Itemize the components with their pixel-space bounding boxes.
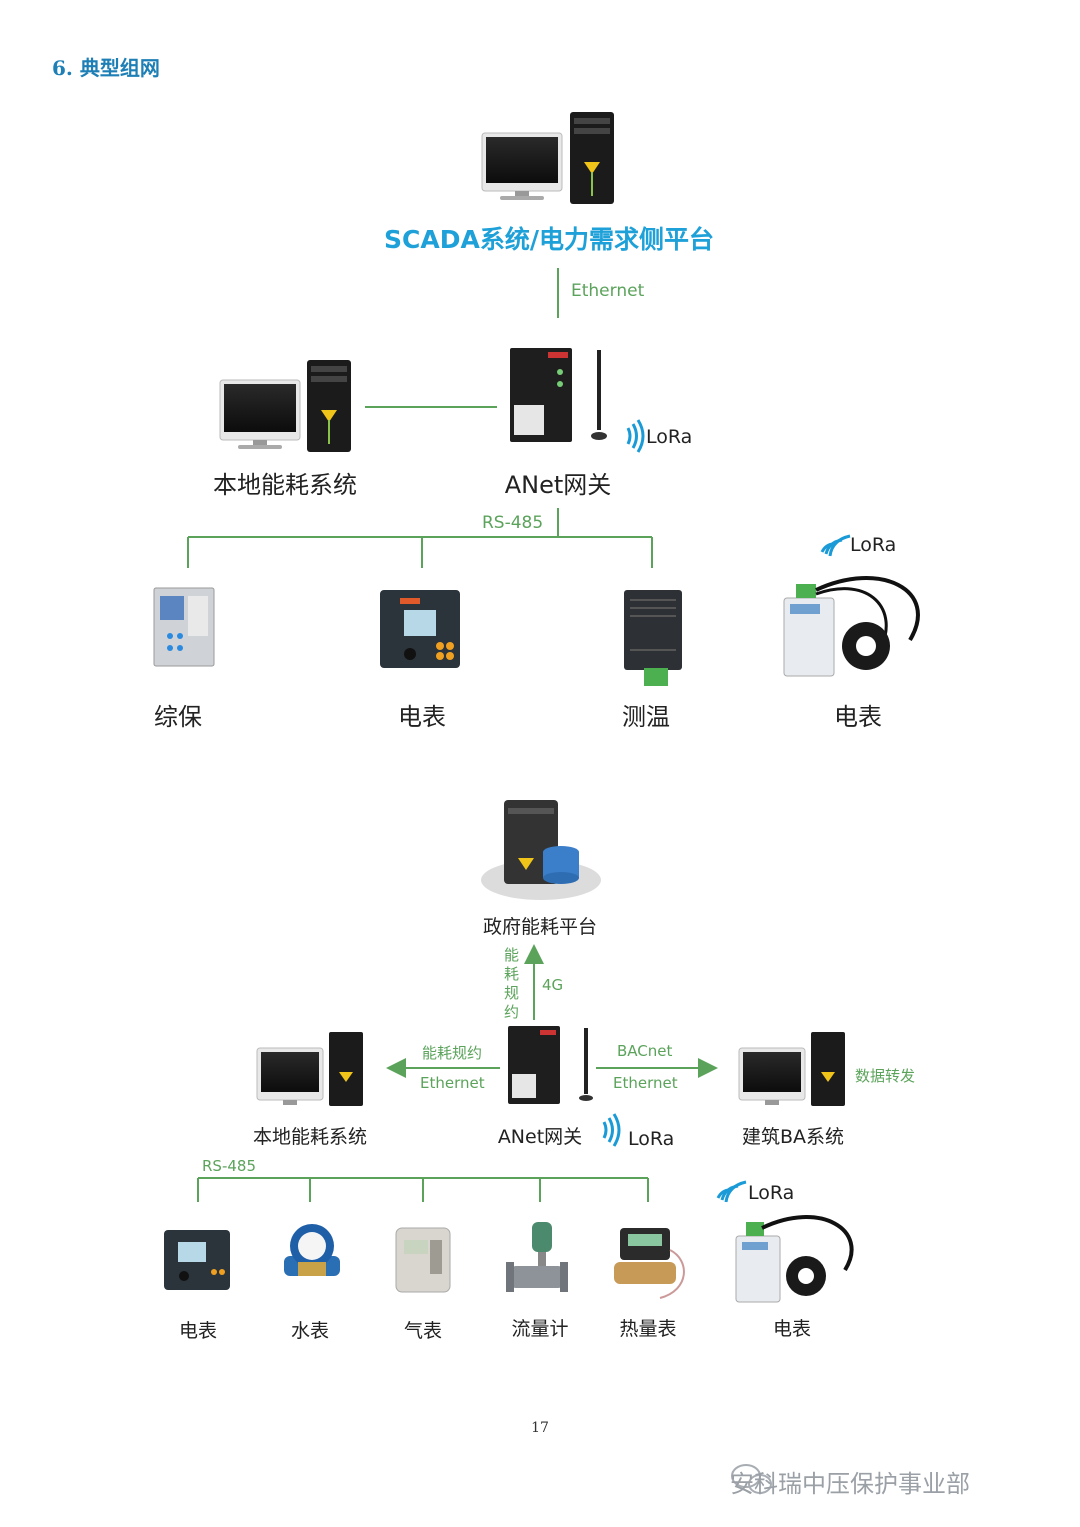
gateway-icon [510, 348, 607, 442]
device-lora-label: LoRa [850, 534, 897, 556]
gas-meter-icon [395, 1227, 451, 1293]
protection-relay-icon [153, 587, 215, 667]
vertical-protocol-label: 能耗规约 [504, 946, 520, 1021]
left-ethernet-label: Ethernet [420, 1074, 485, 1092]
power-meter-icon [164, 1230, 230, 1290]
gov-platform-label: 政府能耗平台 [482, 916, 597, 938]
4g-label: 4G [542, 976, 564, 994]
device-lora-label: LoRa [748, 1182, 795, 1204]
page-number: 17 [531, 1420, 549, 1436]
device-label-water: 水表 [290, 1320, 329, 1342]
ethernet-label: Ethernet [571, 281, 645, 301]
lora-wave-icon [626, 419, 645, 453]
lora-label: LoRa [646, 426, 693, 448]
watermark-text: 安科瑞中压保护事业部 [730, 1470, 970, 1498]
temperature-module-icon [624, 590, 682, 686]
device-label-meter: 电表 [398, 703, 446, 731]
section-title: 6. 典型组网 [52, 56, 160, 80]
ba-system-label: 建筑BA系统 [741, 1126, 845, 1148]
local-system-label: 本地能耗系统 [252, 1126, 367, 1148]
device-label-relay: 综保 [154, 703, 202, 731]
wireless-meter-icon [783, 576, 920, 677]
lora-wave-icon [716, 1180, 747, 1203]
scada-platform-title: SCADA系统/电力需求侧平台 [384, 225, 714, 254]
ba-computer-icon [738, 1032, 845, 1106]
device-label-wireless-meter: 电表 [772, 1318, 811, 1340]
rs485-bus [187, 508, 653, 568]
gateway-label: ANet网关 [497, 1126, 583, 1148]
device-label-gas: 气表 [403, 1320, 442, 1342]
left-protocol-label: 能耗规约 [422, 1044, 483, 1062]
device-label-temperature: 测温 [622, 703, 670, 731]
server-database-icon [481, 800, 601, 900]
wechat-icon [731, 1464, 772, 1494]
gateway-icon [508, 1026, 593, 1104]
heat-meter-icon [614, 1228, 685, 1299]
power-meter-icon [380, 590, 460, 668]
wireless-meter-icon [735, 1215, 854, 1303]
local-system-label: 本地能耗系统 [213, 471, 357, 499]
gateway-label: ANet网关 [504, 471, 612, 499]
water-meter-icon [284, 1224, 340, 1276]
right-ethernet-label: Ethernet [613, 1074, 678, 1092]
device-label-meter: 电表 [178, 1320, 217, 1342]
rs485-label: RS-485 [482, 513, 544, 533]
antenna-icon [591, 350, 607, 440]
rs485-label: RS-485 [202, 1157, 256, 1175]
gateway-lora-label: LoRa [628, 1128, 675, 1150]
pc-tower-icon [570, 112, 614, 204]
monitor-icon [481, 132, 563, 200]
lora-wave-icon [820, 534, 851, 557]
device-label-wireless-meter: 电表 [834, 703, 882, 731]
local-computer-icon [256, 1032, 363, 1106]
device-label-flow: 流量计 [511, 1318, 569, 1340]
flow-meter-icon [506, 1222, 568, 1292]
right-protocol-label: BACnet [617, 1042, 673, 1060]
scada-computer-icon [481, 112, 614, 204]
antenna-icon [584, 1028, 588, 1094]
data-forward-label: 数据转发 [855, 1067, 916, 1085]
lora-wave-icon [602, 1113, 621, 1147]
device-label-heat: 热量表 [619, 1318, 677, 1340]
rs485-bus [197, 1177, 649, 1202]
local-computer-icon [219, 360, 351, 452]
